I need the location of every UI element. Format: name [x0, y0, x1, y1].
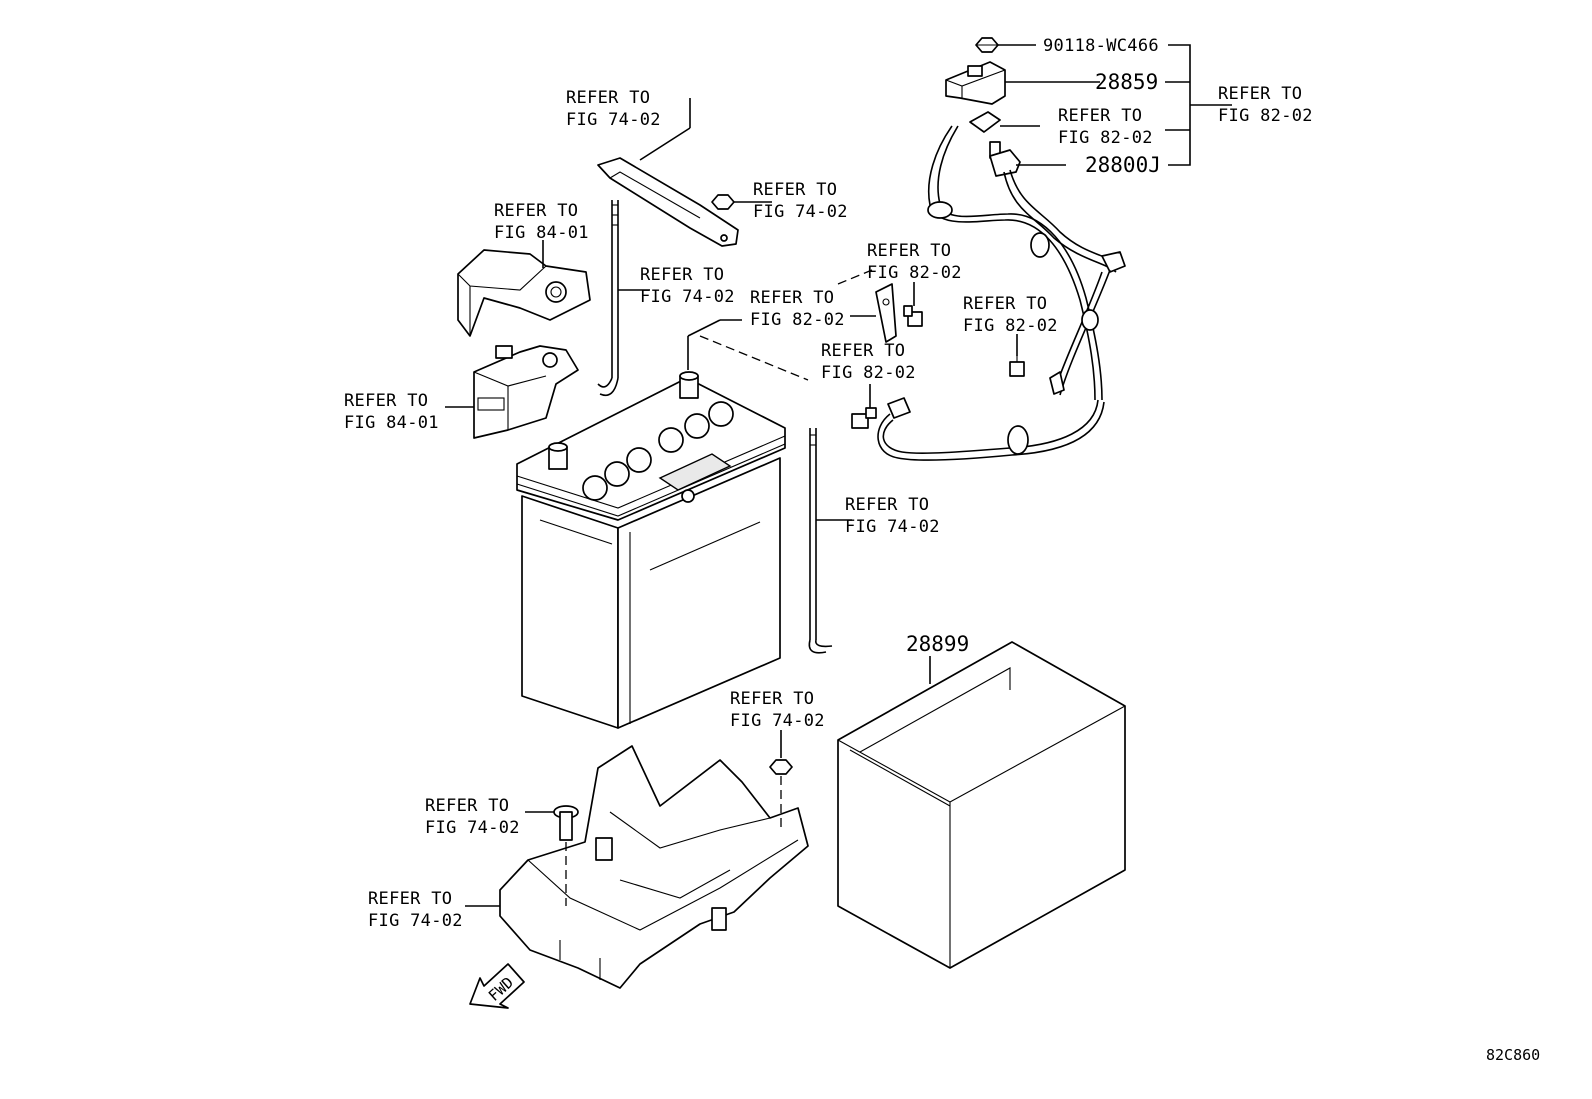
labels: 90118-WC466 28859 28800J 28899 REFER TO … [344, 36, 1540, 1064]
ref-fig82-clip-right-2: FIG 82-02 [963, 316, 1058, 336]
bolt-eyelet[interactable] [851, 407, 877, 429]
ref-fig82-bracket-1: REFER TO [750, 288, 834, 308]
bolt-bracket[interactable] [903, 305, 923, 327]
terminal-cover-28859[interactable] [945, 61, 1006, 105]
ref-fig82-clamp-2: FIG 82-02 [1058, 128, 1153, 148]
part-number-cable: 28800J [1085, 153, 1161, 177]
hold-down-rod-right[interactable] [808, 428, 833, 654]
tray-bolt[interactable] [553, 805, 579, 841]
ref-fig82-main-2: FIG 82-02 [1218, 106, 1313, 126]
terminal-cover-84[interactable] [457, 249, 591, 337]
ref-fig74-tray-1: REFER TO [368, 889, 452, 909]
ref-fig74-tray-nut-1: REFER TO [730, 689, 814, 709]
diagram-id-code: 82C860 [1486, 1046, 1540, 1064]
ref-fig82-bolt-top-1: REFER TO [867, 241, 951, 261]
battery-box-28899[interactable] [837, 641, 1126, 969]
ref-fig74-tray-2: FIG 74-02 [368, 911, 463, 931]
ref-fig74-rod-right-2: FIG 74-02 [845, 517, 940, 537]
ref-fig82-bolt-mid-1: REFER TO [821, 341, 905, 361]
battery-cable-28800j[interactable] [877, 111, 1126, 461]
ref-fig74-clamp-top-2: FIG 74-02 [566, 110, 661, 130]
ref-fig82-clamp-1: REFER TO [1058, 106, 1142, 126]
part-number-battery-box: 28899 [906, 632, 969, 656]
ref-fig74-tray-bolt-1: REFER TO [425, 796, 509, 816]
part-number-nut: 90118-WC466 [1043, 36, 1159, 56]
ref-fig74-rod-left-1: REFER TO [640, 265, 724, 285]
fwd-arrow-icon: FWD [469, 963, 525, 1009]
ref-fig74-rod-left-2: FIG 74-02 [640, 287, 735, 307]
ref-fig84-fuse-1: REFER TO [344, 391, 428, 411]
ref-fig74-tray-bolt-2: FIG 74-02 [425, 818, 520, 838]
ref-fig82-bracket-2: FIG 82-02 [750, 310, 845, 330]
battery-hold-down-clamp[interactable] [597, 157, 739, 247]
ref-fig74-rod-right-1: REFER TO [845, 495, 929, 515]
ref-fig84-cover-2: FIG 84-01 [494, 223, 589, 243]
fuse-block[interactable] [473, 345, 579, 439]
ref-fig82-bolt-mid-2: FIG 82-02 [821, 363, 916, 383]
ref-fig84-fuse-2: FIG 84-01 [344, 413, 439, 433]
ref-fig82-bolt-top-2: FIG 82-02 [867, 263, 962, 283]
nut-90118[interactable] [975, 37, 999, 53]
hold-down-rod-left[interactable] [597, 200, 619, 397]
ref-fig82-clip-right-1: REFER TO [963, 294, 1047, 314]
ref-fig74-clamp-top-1: REFER TO [566, 88, 650, 108]
battery[interactable] [516, 371, 786, 729]
battery-tray[interactable] [499, 745, 809, 989]
ref-fig74-nut-top-1: REFER TO [753, 180, 837, 200]
part-number-terminal-cover: 28859 [1095, 70, 1158, 94]
tray-nut[interactable] [769, 759, 793, 775]
ref-fig82-main-1: REFER TO [1218, 84, 1302, 104]
ref-fig84-cover-1: REFER TO [494, 201, 578, 221]
ref-fig74-nut-top-2: FIG 74-02 [753, 202, 848, 222]
clamp-nut[interactable] [711, 194, 735, 210]
cable-bracket[interactable] [875, 283, 897, 343]
bolt-cable-clip[interactable] [1009, 355, 1025, 377]
ref-fig74-tray-nut-2: FIG 74-02 [730, 711, 825, 731]
